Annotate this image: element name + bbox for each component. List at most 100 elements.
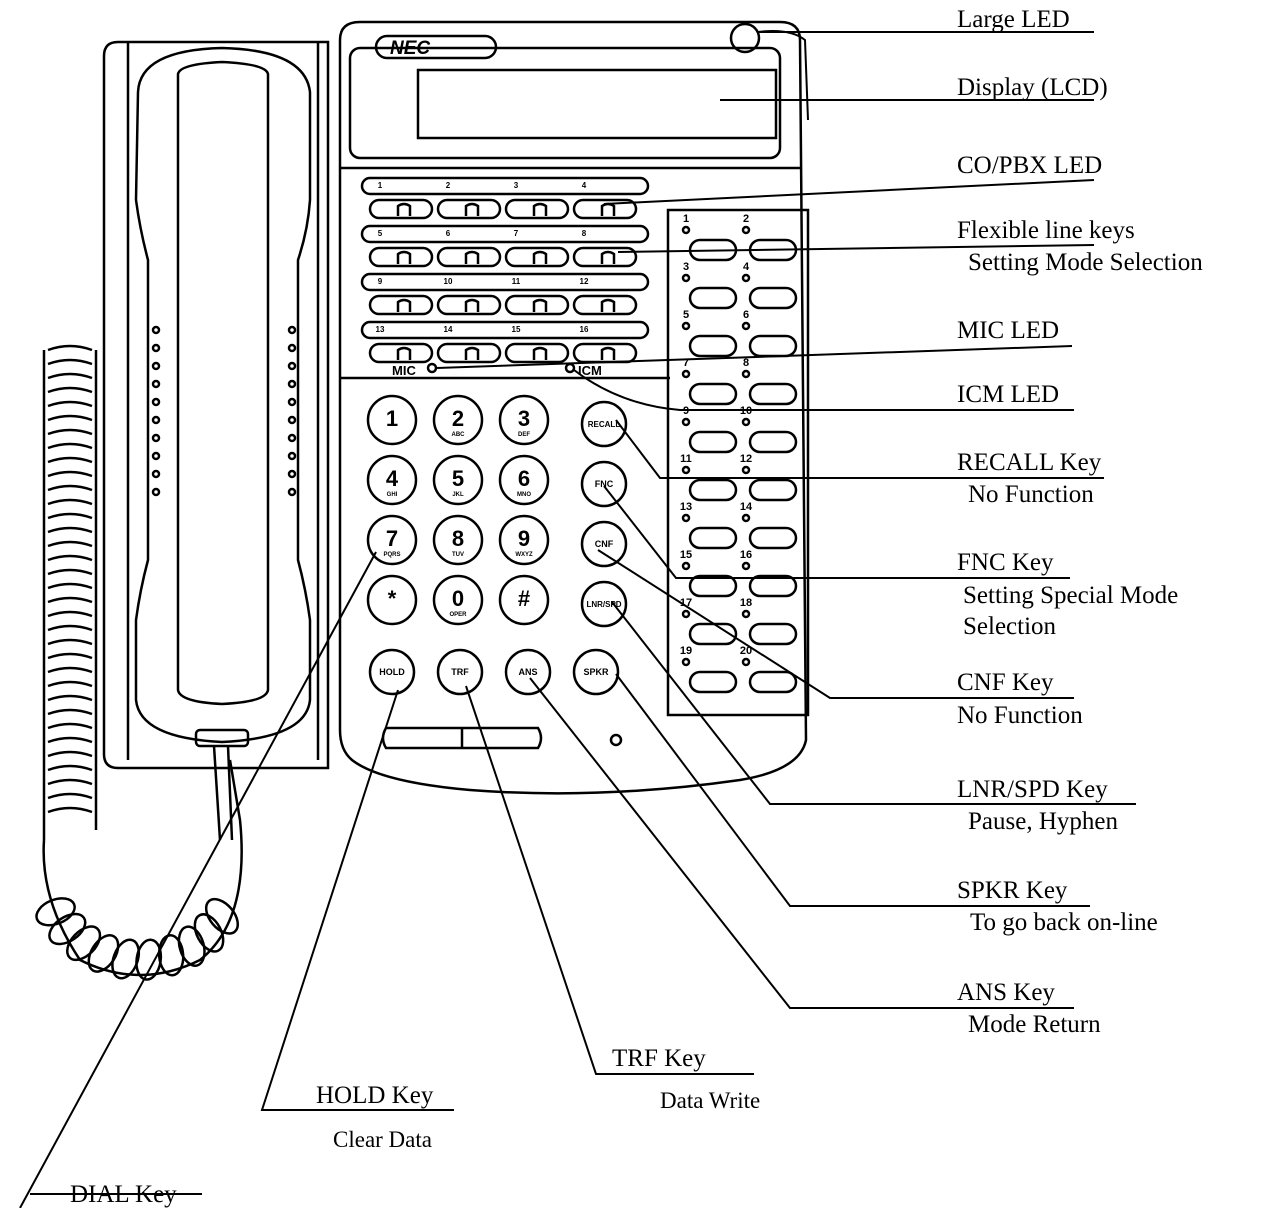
line-key[interactable] [438,248,500,266]
dss-led [743,515,749,521]
handset-hole [153,435,159,441]
dss-key[interactable] [690,672,736,692]
dss-key[interactable] [750,528,796,548]
line-key[interactable] [506,296,568,314]
dss-key-number: 6 [743,309,749,321]
line-key-mark [466,252,478,264]
line-key[interactable] [370,344,432,362]
line-key-mark [602,300,614,312]
line-key-number: 7 [514,229,519,238]
line-key[interactable] [506,344,568,362]
dss-led [683,323,689,329]
dss-led [743,467,749,473]
dss-key[interactable] [750,480,796,500]
line-key-number: 4 [582,181,587,190]
callout-dial-key: DIAL Key [70,1181,177,1208]
callout-recall-key: RECALL Key [957,449,1102,476]
handset-hole [289,327,295,333]
handset-hole [289,435,295,441]
dss-key[interactable] [690,480,736,500]
handset-hole [153,381,159,387]
dial-key-digit: 0 [452,586,464,611]
line-key-number: 9 [378,277,383,286]
dial-key-letters: GHI [387,492,398,498]
line-key[interactable] [574,248,636,266]
dss-key[interactable] [750,288,796,308]
dss-key[interactable] [690,432,736,452]
dss-key[interactable] [690,336,736,356]
mic-led-indicator [428,364,436,372]
dss-key-number: 1 [683,213,689,225]
dss-key[interactable] [690,384,736,404]
dss-key[interactable] [750,336,796,356]
line-key-number: 10 [444,277,453,286]
dial-key-letters: OPER [449,612,467,618]
dss-key[interactable] [750,624,796,644]
dss-key[interactable] [750,432,796,452]
dial-key-digit: 6 [518,466,530,491]
line-key[interactable] [370,296,432,314]
dss-key[interactable] [750,672,796,692]
coiled-cord [33,346,244,982]
line-key-number: 16 [580,325,589,334]
dss-key[interactable] [750,384,796,404]
bottom-key-label: HOLD [379,667,405,677]
dss-key-number: 19 [680,645,692,657]
dss-key[interactable] [690,528,736,548]
handset-hole [153,345,159,351]
line-key-mark [466,300,478,312]
callout-cnf-key: CNF Key [957,669,1054,696]
dial-key-digit: 2 [452,406,464,431]
line-key[interactable] [506,248,568,266]
line-key[interactable] [574,344,636,362]
handset-hole [153,399,159,405]
handset-hole [153,327,159,333]
dss-key[interactable] [690,288,736,308]
dss-led [683,371,689,377]
callout-icm-led: ICM LED [957,381,1059,408]
dial-key-letters: TUV [452,552,464,558]
line-key-number: 6 [446,229,451,238]
handset-hole [153,471,159,477]
function-keys: RECALLFNCCNFLNR/SPDHOLDTRFANSSPKR [370,402,626,694]
dial-key-letters: ABC [452,432,466,438]
dss-key-number: 13 [680,501,692,513]
bottom-key-label: SPKR [583,667,609,677]
dss-led [683,467,689,473]
dss-led [743,659,749,665]
cord-coil-ring [44,908,91,950]
dial-key-digit: 1 [386,406,398,431]
function-key-label: RECALL [588,420,621,429]
line-key-mark [466,204,478,216]
dss-led [743,323,749,329]
line-key[interactable] [506,200,568,218]
dss-key-number: 18 [740,597,752,609]
line-led-strip [362,274,648,290]
line-key[interactable] [370,200,432,218]
line-key-mark [398,300,410,312]
dss-key-number: 14 [740,501,753,513]
handset-hole [289,381,295,387]
line-key[interactable] [438,200,500,218]
line-key[interactable] [438,344,500,362]
handset-hole [153,363,159,369]
dial-key-digit: 4 [386,466,399,491]
dss-key-number: 2 [743,213,749,225]
line-key-number: 2 [446,181,451,190]
dial-key-digit: * [388,586,397,611]
callout-spkr-key: SPKR Key [957,877,1068,904]
line-key-mark [602,252,614,264]
line-key[interactable] [370,248,432,266]
handset-hole [289,471,295,477]
handset-hole [153,489,159,495]
handset-speaker-holes [153,327,295,495]
dss-led [743,419,749,425]
callout-cnf-key-note: No Function [957,702,1083,729]
line-key[interactable] [574,296,636,314]
handset-hole [289,399,295,405]
dss-led [683,611,689,617]
dss-key-number: 8 [743,357,749,369]
line-key[interactable] [438,296,500,314]
dss-led [743,611,749,617]
